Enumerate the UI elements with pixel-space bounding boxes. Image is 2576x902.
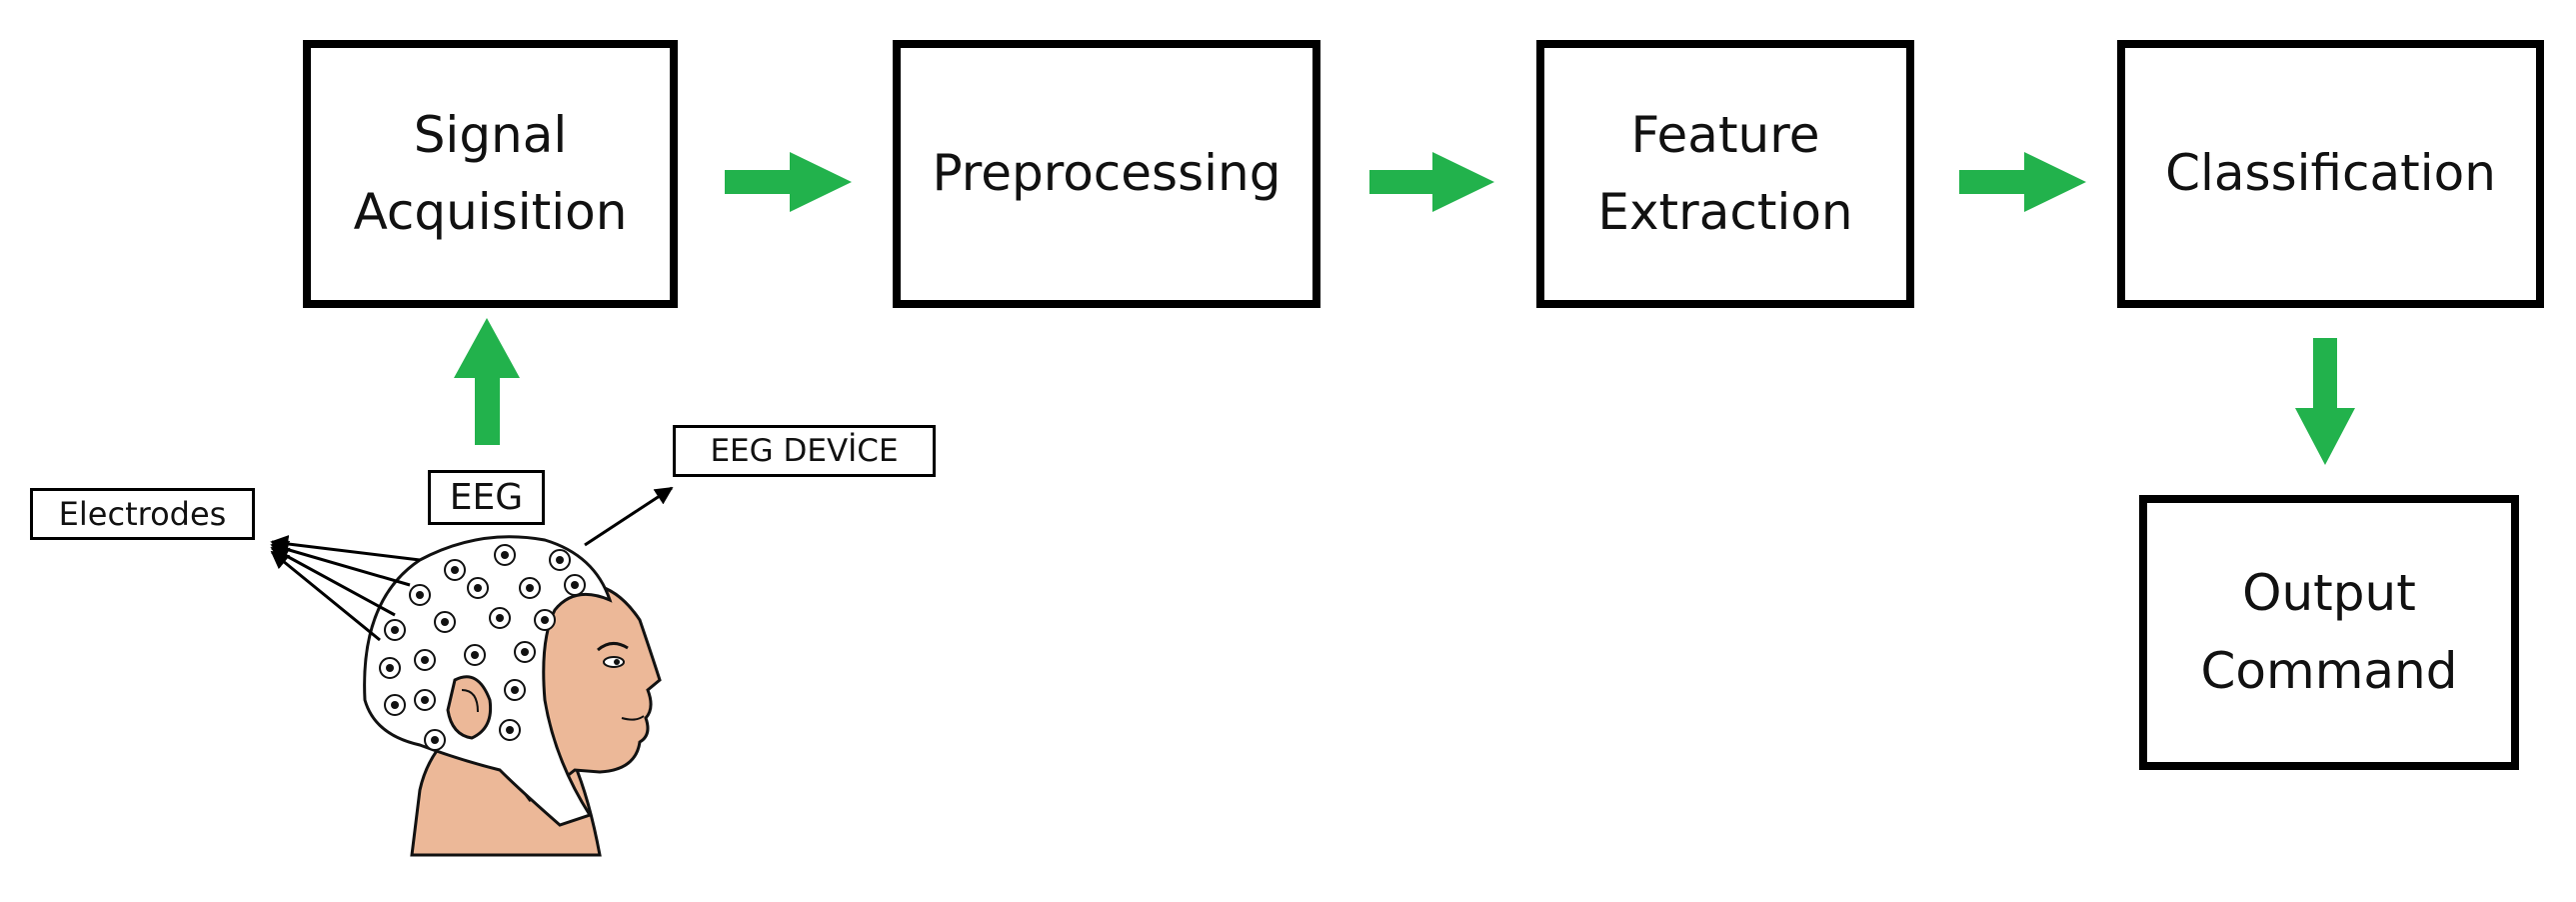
classification-label: Classification <box>2165 144 2496 203</box>
arrow-eeg-to-acquisition-icon <box>454 318 520 445</box>
preprocessing-label: Preprocessing <box>932 144 1282 203</box>
head-with-eeg-cap-icon <box>363 535 662 857</box>
electrodes-tag-label: Electrodes <box>58 495 227 533</box>
feature-extraction-box: Feature Extraction <box>1536 40 1914 308</box>
feature-extraction-label: Feature Extraction <box>1597 105 1853 242</box>
arrow-acquisition-to-preprocessing-icon <box>725 152 852 212</box>
signal-acquisition-box: Signal Acquisition <box>303 40 678 308</box>
signal-acquisition-label: Signal Acquisition <box>353 105 628 242</box>
output-command-box: Output Command <box>2139 495 2519 770</box>
eeg-device-tag-label: EEG DEVİCE <box>710 433 899 469</box>
output-command-label: Output Command <box>2200 564 2458 700</box>
eeg-tag: EEG <box>428 470 545 525</box>
electrodes-pointer-lines <box>270 535 421 642</box>
classification-box: Classification <box>2117 40 2544 308</box>
electrodes-tag: Electrodes <box>30 488 255 540</box>
arrow-preprocessing-to-feature-icon <box>1369 152 1494 212</box>
preprocessing-box: Preprocessing <box>893 40 1320 308</box>
eeg-device-tag: EEG DEVİCE <box>673 425 936 477</box>
arrow-classification-to-output-icon <box>2295 338 2355 465</box>
eeg-device-pointer-line <box>584 486 674 547</box>
arrow-feature-to-classification-icon <box>1959 152 2086 212</box>
eeg-tag-label: EEG <box>449 477 524 518</box>
